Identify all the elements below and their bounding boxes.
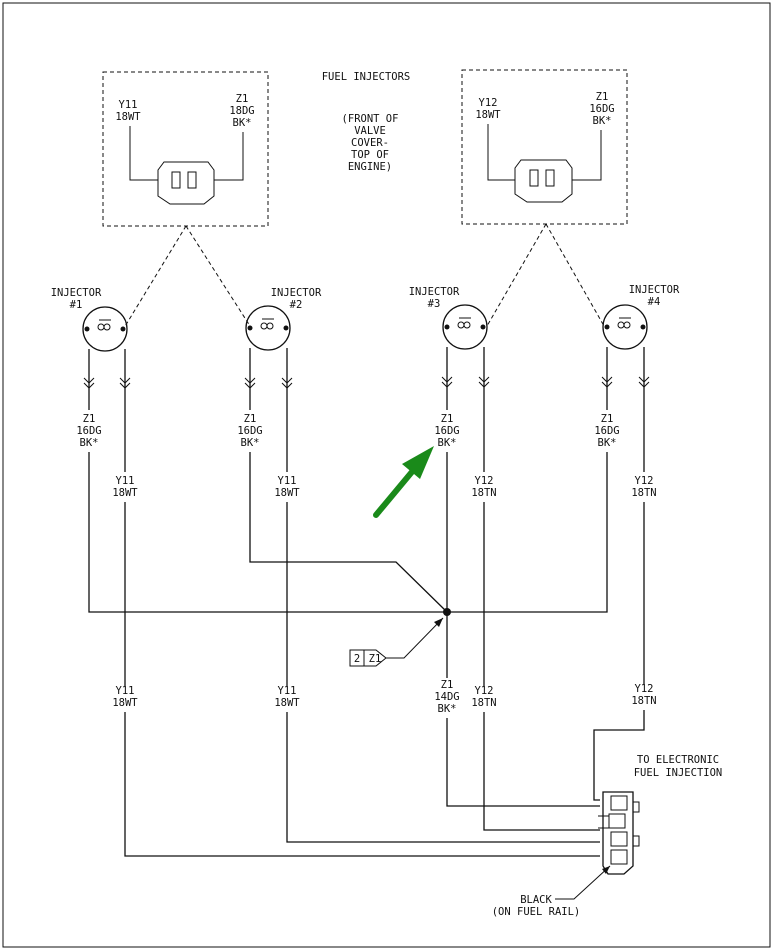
connector-icon: [157, 161, 215, 205]
svg-text:18WT: 18WT: [475, 109, 501, 121]
detail-box-right: Y12 18WT Z1 16DG BK*: [461, 69, 628, 225]
svg-text:Z1: Z1: [596, 91, 609, 103]
lower-label-y12-b: Y12 18TN: [631, 683, 656, 707]
connector-wires: [124, 710, 645, 857]
svg-text:18TN: 18TN: [471, 487, 496, 499]
svg-text:Y12: Y12: [635, 683, 654, 695]
injector-leads: [83, 347, 650, 472]
svg-text:Y12: Y12: [475, 475, 494, 487]
svg-text:Y11: Y11: [278, 685, 297, 697]
connector-destination: TO ELECTRONIC FUEL INJECTION: [634, 754, 723, 779]
detail-box-left: Y11 18WT Z1 18DG BK*: [102, 71, 269, 227]
signal-label-3: Y12 18TN: [471, 475, 496, 499]
svg-text:18WT: 18WT: [274, 487, 300, 499]
svg-text:BK*: BK*: [438, 703, 457, 715]
ground-label-2: Z1 16DG BK*: [237, 413, 262, 449]
svg-text:18TN: 18TN: [631, 487, 656, 499]
svg-text:INJECTOR: INJECTOR: [51, 287, 102, 299]
connector-note: BLACK (ON FUEL RAIL): [492, 865, 611, 918]
svg-text:(FRONT OF: (FRONT OF: [342, 113, 399, 125]
lower-label-z1: Z1 14DG BK*: [434, 679, 459, 715]
svg-text:18WT: 18WT: [274, 697, 300, 709]
svg-text:COVER-: COVER-: [351, 137, 389, 149]
svg-text:18TN: 18TN: [631, 695, 656, 707]
svg-text:18DG: 18DG: [229, 105, 254, 117]
ecu-connector: [598, 791, 640, 875]
ground-label-4: Z1 16DG BK*: [594, 413, 619, 449]
svg-text:FUEL INJECTION: FUEL INJECTION: [634, 767, 723, 779]
svg-text:INJECTOR: INJECTOR: [271, 287, 322, 299]
signal-label-1: Y11 18WT: [112, 475, 138, 499]
svg-text:INJECTOR: INJECTOR: [409, 286, 460, 298]
ground-bus: [88, 452, 608, 678]
svg-text:Y12: Y12: [475, 685, 494, 697]
lower-label-y11-b: Y11 18WT: [274, 685, 300, 709]
svg-text:BK*: BK*: [438, 437, 457, 449]
svg-text:TO ELECTRONIC: TO ELECTRONIC: [637, 754, 719, 766]
diagram-title: FUEL INJECTORS: [322, 71, 411, 83]
svg-text:16DG: 16DG: [76, 425, 101, 437]
ground-label-3: Z1 16DG BK*: [434, 413, 459, 449]
injector-4: INJECTOR #4: [602, 284, 680, 350]
svg-text:14DG: 14DG: [434, 691, 459, 703]
lower-label-y11-a: Y11 18WT: [112, 685, 138, 709]
splice-reference: 2 Z1: [349, 617, 444, 667]
svg-text:16DG: 16DG: [589, 103, 614, 115]
lower-label-y12-a: Y12 18TN: [471, 685, 496, 709]
svg-text:INJECTOR: INJECTOR: [629, 284, 680, 296]
svg-text:18WT: 18WT: [112, 487, 138, 499]
svg-text:#2: #2: [290, 299, 303, 311]
injector-2: INJECTOR #2: [245, 287, 322, 351]
connector-icon: [514, 159, 573, 203]
ground-label-1: Z1 16DG BK*: [76, 413, 101, 449]
svg-text:Y11: Y11: [278, 475, 297, 487]
svg-text:TOP OF: TOP OF: [351, 149, 389, 161]
svg-text:16DG: 16DG: [237, 425, 262, 437]
svg-text:Y12: Y12: [635, 475, 654, 487]
signal-label-4: Y12 18TN: [631, 475, 656, 499]
svg-text:Z1: Z1: [441, 679, 454, 691]
signal-label-2: Y11 18WT: [274, 475, 300, 499]
svg-text:Z1: Z1: [236, 93, 249, 105]
svg-text:ENGINE): ENGINE): [348, 161, 392, 173]
svg-text:Z1: Z1: [83, 413, 96, 425]
injector-3: INJECTOR #3: [409, 286, 488, 350]
svg-text:#3: #3: [428, 298, 441, 310]
svg-text:Y12: Y12: [479, 97, 498, 109]
svg-text:#4: #4: [648, 296, 661, 308]
svg-text:BLACK: BLACK: [520, 894, 552, 906]
svg-text:BK*: BK*: [241, 437, 260, 449]
svg-text:BK*: BK*: [233, 117, 252, 129]
svg-text:16DG: 16DG: [434, 425, 459, 437]
svg-text:Z1: Z1: [601, 413, 614, 425]
location-note: (FRONT OF VALVE COVER- TOP OF ENGINE): [342, 113, 399, 173]
svg-text:VALVE: VALVE: [354, 125, 386, 137]
svg-text:#1: #1: [70, 299, 83, 311]
svg-text:18TN: 18TN: [471, 697, 496, 709]
svg-text:BK*: BK*: [593, 115, 612, 127]
svg-text:Z1: Z1: [369, 653, 382, 665]
svg-text:Y11: Y11: [119, 99, 138, 111]
svg-text:Y11: Y11: [116, 685, 135, 697]
svg-text:18WT: 18WT: [115, 111, 141, 123]
svg-text:Z1: Z1: [441, 413, 454, 425]
svg-text:BK*: BK*: [80, 437, 99, 449]
svg-text:Z1: Z1: [244, 413, 257, 425]
svg-text:BK*: BK*: [598, 437, 617, 449]
svg-text:Y11: Y11: [116, 475, 135, 487]
svg-text:2: 2: [354, 653, 360, 665]
svg-text:(ON FUEL RAIL): (ON FUEL RAIL): [492, 906, 581, 918]
svg-text:18WT: 18WT: [112, 697, 138, 709]
injector-1: INJECTOR #1: [51, 287, 128, 352]
green-arrow-icon: [373, 446, 434, 518]
svg-text:16DG: 16DG: [594, 425, 619, 437]
